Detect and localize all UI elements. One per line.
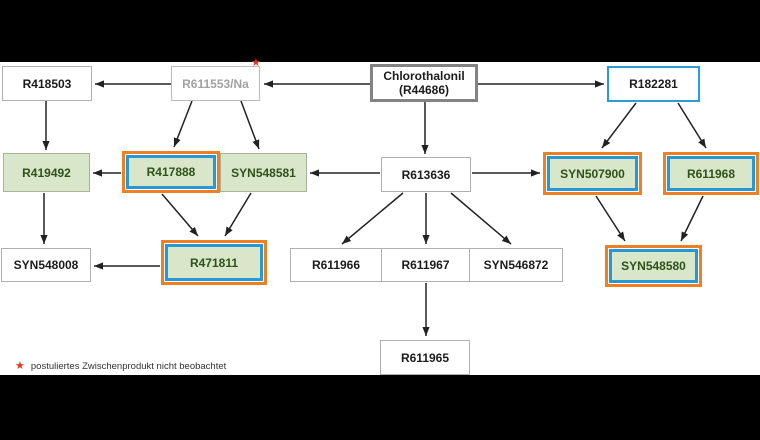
arrow-r613636-to-r611966 (341, 192, 404, 245)
node-syn507900-highlight: SYN507900 (547, 156, 638, 191)
arrow-r611553na-to-r417888 (173, 100, 193, 148)
arrow-r613636-to-syn546872 (450, 192, 512, 245)
node-r182281: R182281 (607, 66, 700, 102)
postulated-star-icon: ★ (251, 57, 261, 69)
node-r419492: R419492 (3, 153, 90, 192)
chlorothalonil-name: Chlorothalonil (383, 69, 465, 83)
legend-star-icon: ★ (15, 360, 25, 372)
node-r417888-highlight: R417888 (126, 155, 216, 189)
arrow-syn548581-to-r471811 (224, 192, 252, 237)
arrow-r182281-to-syn507900 (601, 102, 637, 149)
node-chlorothalonil-parent: Chlorothalonil (R44686) (370, 64, 478, 102)
node-r418503: R418503 (2, 66, 92, 101)
node-r613636: R613636 (381, 157, 471, 192)
node-syn548581: SYN548581 (220, 153, 307, 192)
arrow-r182281-to-r611968 (677, 102, 707, 149)
node-syn548008: SYN548008 (1, 248, 91, 282)
node-r471811-highlight: R471811 (165, 244, 263, 281)
node-r611553na-postulated: R611553/Na (171, 66, 260, 101)
node-r611967: R611967 (381, 248, 470, 282)
chlorothalonil-code: (R44686) (398, 83, 450, 97)
legend-text: postuliertes Zwischenprodukt nicht beoba… (30, 361, 227, 372)
node-r611968-highlight: R611968 (667, 156, 755, 191)
arrow-syn507900-to-syn548580 (595, 195, 626, 242)
node-syn546872: SYN546872 (469, 248, 563, 282)
arrow-r611553na-to-syn548581 (240, 100, 260, 150)
node-syn548580-highlight: SYN548580 (609, 249, 698, 283)
node-r611966: R611966 (290, 248, 382, 282)
diagram-canvas: R418503 R611553/Na ★ Chlorothalonil (R44… (0, 58, 760, 375)
node-r611965: R611965 (380, 340, 470, 375)
arrow-r611968-to-syn548580 (680, 195, 704, 242)
arrow-r417888-to-r471811 (161, 193, 199, 237)
legend: ★ postuliertes Zwischenprodukt nicht beo… (15, 360, 227, 373)
